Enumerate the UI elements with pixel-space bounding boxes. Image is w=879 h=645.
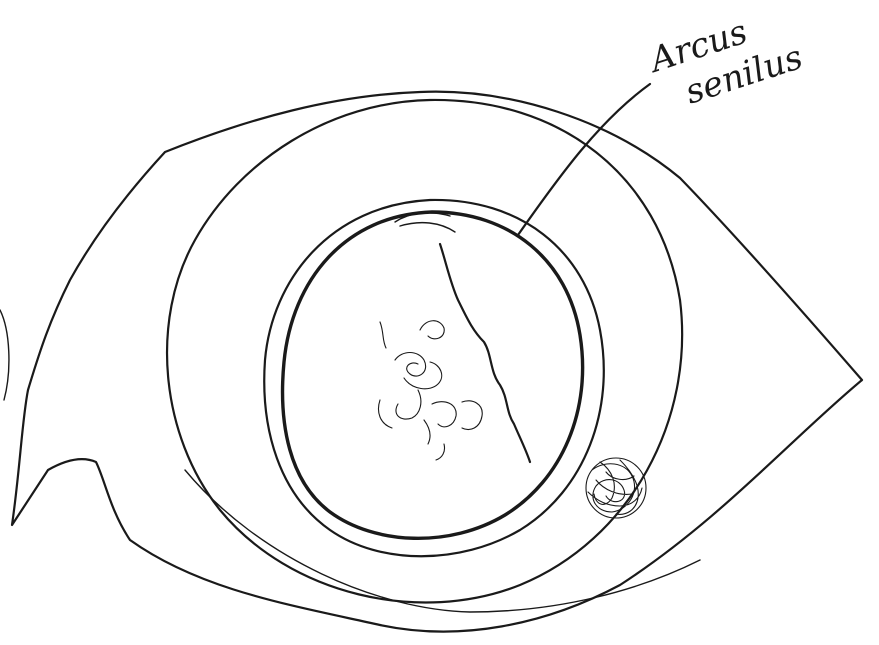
pupil-scribble [379,321,483,460]
arcus-ring-outer [264,200,604,556]
lens-crack [440,244,530,462]
lower-lid-line [185,470,700,612]
eyelid-outline [12,92,862,632]
edge-mark [0,310,9,400]
pupil-ring [283,212,583,538]
